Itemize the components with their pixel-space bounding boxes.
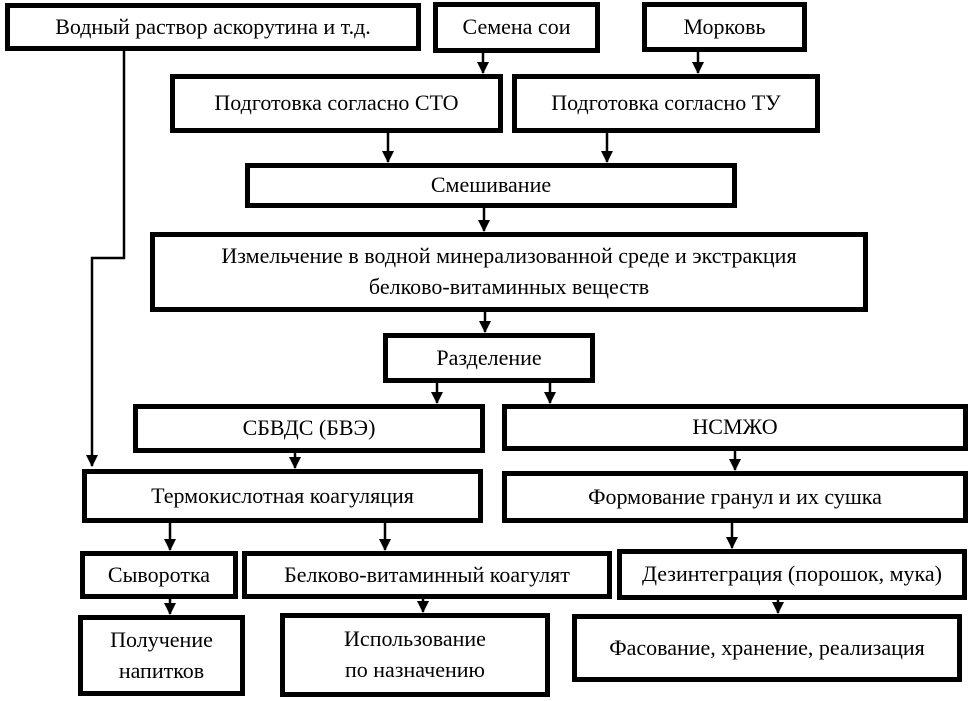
node-soy-seeds-label: Семена сои <box>462 14 571 40</box>
node-water-solution: Водный раствор аскорутина и т.д. <box>5 3 421 51</box>
node-thermo-coagulation: Термокислотная коагуляция <box>82 469 483 523</box>
node-packing-storage: Фасование, хранение, реализация <box>572 614 962 682</box>
node-intended-use: Использование по назначению <box>280 613 550 697</box>
node-whey: Сыворотка <box>80 551 238 599</box>
node-disintegration: Дезинтеграция (порошок, мука) <box>617 549 967 600</box>
node-prep-tu: Подготовка согласно ТУ <box>512 74 820 133</box>
node-nsmzho: НСМЖО <box>502 404 968 451</box>
node-sbvds-label: СБВДС (БВЭ) <box>242 415 376 441</box>
arrow-water-solution-to-coagulation <box>86 51 126 467</box>
node-water-solution-label: Водный раствор аскорутина и т.д. <box>55 13 371 39</box>
node-carrot-label: Морковь <box>683 13 766 39</box>
node-protein-coagulate: Белково-витаминный коагулят <box>242 551 612 599</box>
node-nsmzho-label: НСМЖО <box>692 414 778 440</box>
node-whey-label: Сыворотка <box>107 561 211 587</box>
node-thermo-coagulation-label: Термокислотная коагуляция <box>151 482 414 508</box>
node-disintegration-label: Дезинтеграция (порошок, мука) <box>642 561 942 587</box>
node-beverage-production-line1: Получение <box>110 626 213 652</box>
node-sbvds: СБВДС (БВЭ) <box>133 404 485 453</box>
node-prep-sto-label: Подготовка согласно СТО <box>214 90 459 116</box>
node-mixing-label: Смешивание <box>430 172 552 198</box>
node-grinding-extraction: Измельчение в водной минерализованной ср… <box>150 232 868 312</box>
node-prep-tu-label: Подготовка согласно ТУ <box>551 90 781 116</box>
node-beverage-production: Получение напитков <box>78 615 245 696</box>
node-carrot: Морковь <box>642 2 807 52</box>
node-separation-label: Разделение <box>436 344 542 370</box>
node-granule-forming: Формование гранул и их сушка <box>502 471 968 523</box>
node-prep-sto: Подготовка согласно СТО <box>170 74 503 133</box>
node-soy-seeds: Семена сои <box>433 2 600 53</box>
node-protein-coagulate-label: Белково-витаминный коагулят <box>284 561 570 587</box>
node-grinding-extraction-line2: белково-витаминных веществ <box>368 274 650 299</box>
node-packing-storage-label: Фасование, хранение, реализация <box>609 634 925 660</box>
node-mixing: Смешивание <box>245 163 737 208</box>
node-intended-use-line1: Использование <box>344 626 486 652</box>
node-separation: Разделение <box>383 333 595 383</box>
node-intended-use-line2: по назначению <box>345 657 485 682</box>
node-grinding-extraction-line1: Измельчение в водной минерализованной ср… <box>221 243 797 269</box>
node-granule-forming-label: Формование гранул и их сушка <box>588 483 882 509</box>
node-beverage-production-line2: напитков <box>118 657 205 683</box>
